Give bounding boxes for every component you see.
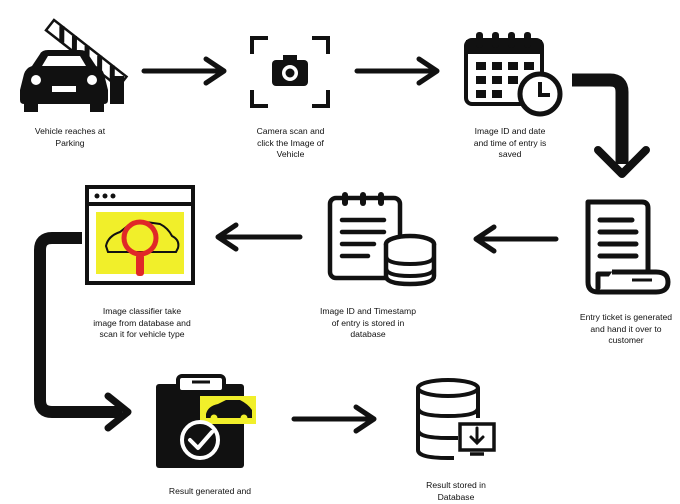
ticket-scroll-icon xyxy=(582,196,672,300)
car-barrier-icon xyxy=(14,8,129,113)
step-label-classifier: Image classifier take image from databas… xyxy=(93,306,191,339)
database-download-icon xyxy=(414,378,498,464)
step-label-entry-saved: Image ID and date and time of entry is s… xyxy=(473,126,547,159)
arrow-elbow-down-right xyxy=(26,232,146,432)
step-label-result-stored: Result stored in Database xyxy=(426,480,486,502)
arrow-right-2 xyxy=(354,56,447,86)
document-database-icon xyxy=(326,190,437,288)
arrow-right-1 xyxy=(141,56,234,86)
step-label-result-generated: Result generated and xyxy=(168,486,252,496)
image-classifier-icon xyxy=(84,184,196,288)
step-label-camera-scan: Camera scan and click the Image of Vehic… xyxy=(256,126,325,159)
step-label-vehicle-reaches: Vehicle reaches at Parking xyxy=(34,126,106,148)
arrow-right-3 xyxy=(291,404,384,434)
result-clipboard-icon xyxy=(148,372,258,472)
step-label-stored-db: Image ID and Timestamp of entry is store… xyxy=(319,306,416,339)
calendar-clock-icon xyxy=(462,30,566,118)
arrow-curve-down xyxy=(570,62,660,182)
arrow-left-2 xyxy=(210,222,303,252)
camera-scan-icon xyxy=(250,36,330,108)
arrow-left-1 xyxy=(468,224,559,254)
step-label-ticket: Entry ticket is generated and hand it ov… xyxy=(579,312,673,345)
